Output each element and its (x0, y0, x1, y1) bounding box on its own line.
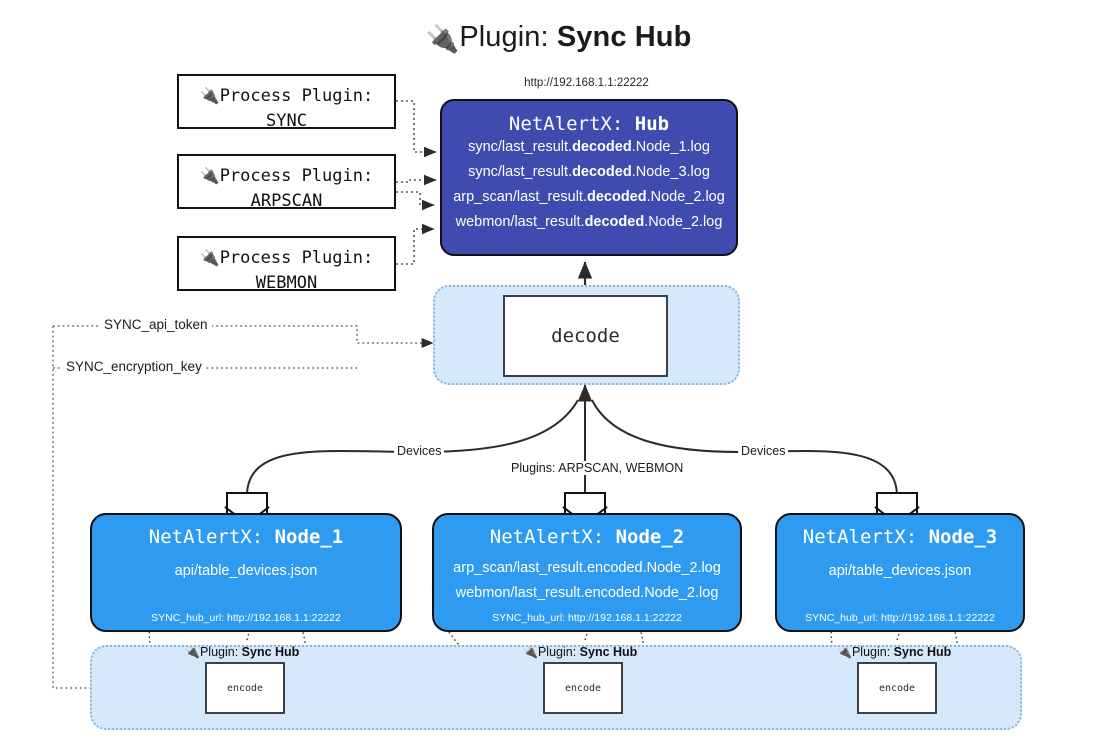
node-title: NetAlertX: Node_1 (148, 526, 344, 548)
plug-icon: 🔌 (199, 248, 220, 267)
process-plugin-line2: SYNC (266, 111, 307, 131)
plug-icon: 🔌 (185, 645, 200, 659)
node-box-node-3[interactable]: NetAlertX: Node_3 api/table_devices.json… (775, 513, 1025, 632)
hub-log-line: webmon/last_result.decoded.Node_2.log (455, 214, 723, 230)
node-line: webmon/last_result.encoded.Node_2.log (455, 585, 719, 601)
encode-box-node-2[interactable]: encode (543, 662, 623, 714)
process-plugin-line1: 🔌Process Plugin: (199, 166, 374, 186)
edge-label-devices-left: Devices (394, 444, 445, 458)
hub-url: http://192.168.1.1:22222 (524, 77, 649, 89)
hub-log-line: sync/last_result.decoded.Node_3.log (468, 164, 710, 180)
encoder-caption: 🔌Plugin: Sync Hub (837, 645, 952, 659)
encode-box-node-3[interactable]: encode (857, 662, 937, 714)
process-plugin-box-arpscan[interactable]: 🔌Process Plugin: ARPSCAN (177, 154, 396, 211)
encode-box-node-1[interactable]: encode (205, 662, 285, 714)
process-plugin-line1: 🔌Process Plugin: (199, 248, 374, 268)
node-hub-url: SYNC_hub_url: http://192.168.1.1:22222 (151, 612, 341, 624)
process-plugin-line1: 🔌Process Plugin: (199, 86, 374, 106)
encoder-caption: 🔌Plugin: Sync Hub (523, 645, 638, 659)
node-title: NetAlertX: Node_3 (802, 526, 998, 548)
hub-box[interactable]: NetAlertX: Hub sync/last_result.decoded.… (440, 99, 738, 256)
plug-icon: 🔌 (837, 645, 852, 659)
page-title-lead: Plugin: (459, 21, 557, 53)
hub-title: NetAlertX: Hub (508, 113, 670, 135)
plug-icon: 🔌 (199, 166, 220, 185)
process-plugin-line2: WEBMON (255, 273, 318, 293)
node-line: api/table_devices.json (828, 563, 972, 579)
param-encryption-key: SYNC_encryption_key (62, 359, 206, 374)
process-plugin-box-webmon[interactable]: 🔌Process Plugin: WEBMON (177, 236, 396, 293)
process-plugin-line2: ARPSCAN (250, 191, 323, 211)
node-hub-url: SYNC_hub_url: http://192.168.1.1:22222 (805, 612, 995, 624)
process-plugin-box-sync[interactable]: 🔌Process Plugin: SYNC (177, 74, 396, 131)
hub-log-line: sync/last_result.decoded.Node_1.log (468, 139, 710, 155)
node-box-node-1[interactable]: NetAlertX: Node_1 api/table_devices.json… (90, 513, 402, 632)
decode-box[interactable]: decode (503, 295, 668, 377)
param-api-token: SYNC_api_token (100, 317, 212, 332)
node-title: NetAlertX: Node_2 (489, 526, 685, 548)
edge-label-plugins-center: Plugins: ARPSCAN, WEBMON (508, 461, 687, 475)
node-hub-url: SYNC_hub_url: http://192.168.1.1:22222 (492, 612, 682, 624)
plug-icon: 🔌 (199, 86, 220, 105)
hub-log-line: arp_scan/last_result.decoded.Node_2.log (453, 189, 725, 205)
page-title: 🔌Plugin: Sync Hub (0, 16, 1117, 58)
node-line: api/table_devices.json (174, 563, 318, 579)
edge-label-devices-right: Devices (738, 444, 789, 458)
node-box-node-2[interactable]: NetAlertX: Node_2 arp_scan/last_result.e… (432, 513, 742, 632)
plug-icon: 🔌 (425, 24, 460, 54)
node-line: arp_scan/last_result.encoded.Node_2.log (453, 560, 721, 576)
plug-icon: 🔌 (523, 645, 538, 659)
encoder-caption: 🔌Plugin: Sync Hub (185, 645, 300, 659)
page-title-strong: Sync Hub (556, 21, 692, 53)
